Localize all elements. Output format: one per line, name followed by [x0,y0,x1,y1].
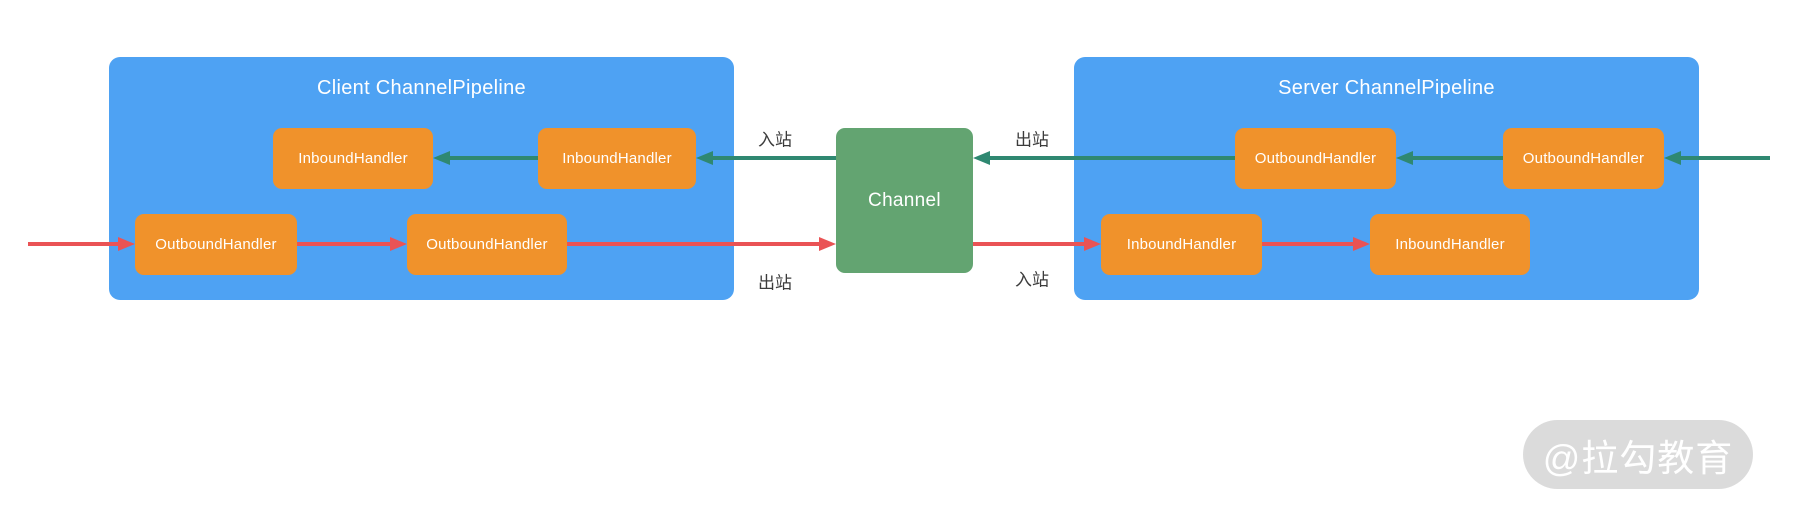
inbound-arrow-server-2-1 [1396,151,1503,165]
server-inbound-handler-1: InboundHandler [1101,214,1262,275]
channel-node: Channel [836,128,973,273]
server-outbound-handler-1: OutboundHandler [1235,128,1396,189]
outbound-arrow-client-to-channel [567,237,836,251]
watermark-text: @拉勾教育 [1542,437,1734,479]
outbound-arrow-server-1-2 [1262,237,1370,251]
server-pipeline-title: Server ChannelPipeline [1278,77,1495,99]
inbound-arrow-channel-to-client [696,151,836,165]
client-inbound-label: 入站 [758,130,792,150]
watermark-badge: @拉勾教育 [1523,420,1753,489]
client-outbound-handler-2: OutboundHandler [407,214,567,275]
server-inbound-label: 入站 [1015,270,1049,290]
server-inbound-handler-2: InboundHandler [1370,214,1530,275]
client-outbound-handler-1: OutboundHandler [135,214,297,275]
outbound-arrow-into-client [28,237,135,251]
inbound-arrow-into-server [1664,151,1770,165]
client-inbound-handler-2: InboundHandler [538,128,696,189]
inbound-arrow-server-to-channel [973,151,1235,165]
server-outbound-label: 出站 [1015,130,1049,150]
channel-label: Channel [868,189,941,211]
client-inbound-handler-1: InboundHandler [273,128,433,189]
client-outbound-label: 出站 [758,273,792,293]
inbound-arrow-client-2-1 [433,151,538,165]
outbound-arrow-client-1-2 [297,237,407,251]
client-pipeline-title: Client ChannelPipeline [317,77,526,99]
outbound-arrow-channel-to-server [973,237,1101,251]
server-outbound-handler-2: OutboundHandler [1503,128,1664,189]
